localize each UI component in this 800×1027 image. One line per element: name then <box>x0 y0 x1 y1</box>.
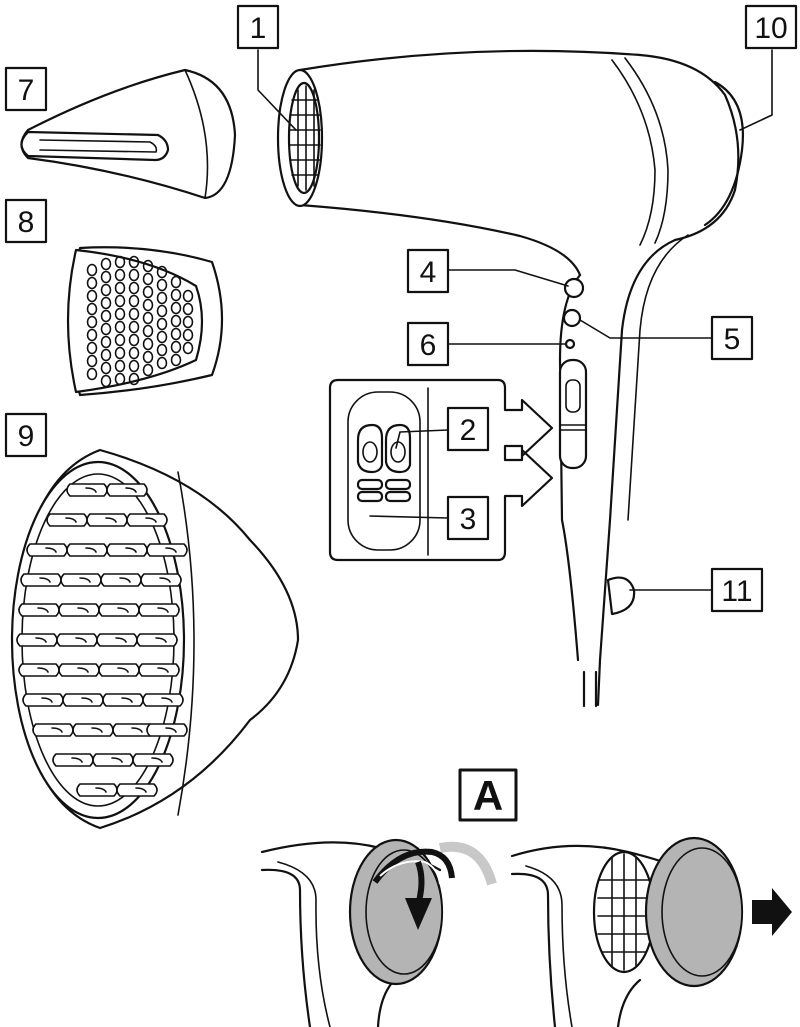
callout-3: 3 <box>448 497 488 539</box>
diffuser-finger <box>19 604 59 616</box>
hanging-loop-icon <box>608 578 634 614</box>
panel-a-label: A <box>473 772 503 819</box>
diffuser-finger <box>127 514 167 526</box>
callout-11: 11 <box>712 569 762 611</box>
diffuser-finger <box>21 574 61 586</box>
diffuser-finger <box>141 574 181 586</box>
diffuser-finger <box>103 694 143 706</box>
diffuser-finger <box>107 544 147 556</box>
diffuser-finger <box>73 724 113 736</box>
callout-4: 4 <box>408 250 448 292</box>
slide-switch-icon <box>560 360 586 468</box>
diffuser-illustration <box>12 450 298 828</box>
diffuser-finger <box>97 634 137 646</box>
diffuser-finger <box>61 574 101 586</box>
callout-4-label: 4 <box>420 256 437 289</box>
diffuser-finger <box>117 784 157 796</box>
panel-a-filter-removal <box>262 838 792 1027</box>
callout-8: 8 <box>6 200 46 242</box>
callout-7-label: 7 <box>18 74 35 107</box>
diffuser-finger <box>57 634 97 646</box>
diffuser-finger <box>133 754 173 766</box>
diffuser-finger <box>53 754 93 766</box>
diffuser-finger <box>77 784 117 796</box>
ion-button-icon <box>564 310 580 326</box>
callout-1-label: 1 <box>250 12 267 45</box>
diffuser-finger <box>19 664 59 676</box>
callout-6-label: 6 <box>420 329 437 362</box>
callout-5-label: 5 <box>724 323 741 356</box>
hair-dryer-illustration <box>278 51 743 706</box>
diffuser-finger <box>139 664 179 676</box>
callout-9: 9 <box>6 414 46 456</box>
callout-8-label: 8 <box>18 206 35 239</box>
diffuser-finger <box>59 664 99 676</box>
diffuser-finger <box>33 724 73 736</box>
volumiser-nozzle-illustration <box>68 247 222 395</box>
diffuser-finger <box>143 694 183 706</box>
callout-1: 1 <box>238 6 278 48</box>
diffuser-finger <box>17 634 57 646</box>
pull-out-arrow-icon <box>752 888 792 936</box>
diffuser-finger <box>99 604 139 616</box>
diffuser-finger <box>23 694 63 706</box>
diffuser-finger <box>87 514 127 526</box>
diffuser-finger <box>137 634 177 646</box>
diffuser-finger <box>107 484 147 496</box>
diffuser-finger <box>47 514 87 526</box>
callout-2: 2 <box>448 408 488 450</box>
diffuser-finger <box>67 484 107 496</box>
diffuser-finger <box>67 544 107 556</box>
diffuser-finger <box>99 664 139 676</box>
diffuser-finger <box>27 544 67 556</box>
callout-5: 5 <box>712 317 752 359</box>
concentrator-nozzle-illustration <box>22 70 236 198</box>
diffuser-finger <box>147 544 187 556</box>
callout-2-label: 2 <box>460 414 477 447</box>
callout-7: 7 <box>6 68 46 110</box>
callout-10-label: 10 <box>754 12 787 45</box>
callout-11-label: 11 <box>721 575 752 608</box>
diffuser-finger <box>101 574 141 586</box>
diffuser-finger <box>63 694 103 706</box>
diffuser-finger <box>139 604 179 616</box>
callout-10: 10 <box>746 6 796 48</box>
callout-3-label: 3 <box>460 503 477 536</box>
indicator-light-icon <box>566 340 574 348</box>
callout-9-label: 9 <box>18 420 35 453</box>
callout-6: 6 <box>408 323 448 365</box>
cool-shot-button-icon <box>565 279 583 297</box>
switch-detail-inset <box>330 380 552 560</box>
diffuser-finger <box>59 604 99 616</box>
panel-a-label-box: A <box>460 770 516 820</box>
diffuser-finger <box>93 754 133 766</box>
diffuser-finger <box>147 724 187 736</box>
